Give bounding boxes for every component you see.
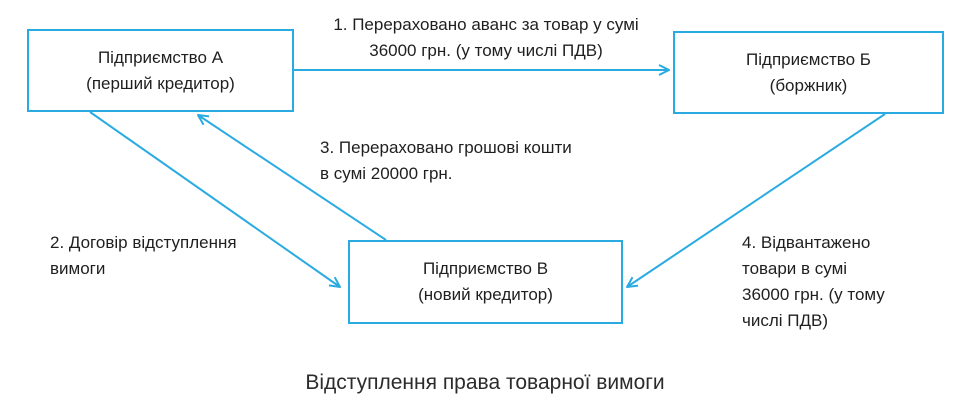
enterprise-a-box: Підприємство А (перший кредитор)	[27, 29, 294, 112]
arrow-a-to-v	[89, 111, 340, 287]
step-3-line-1: 3. Перераховано грошові кошти	[320, 138, 572, 157]
enterprise-v-box: Підприємство В (новий кредитор)	[348, 240, 623, 324]
arrow-v-to-a	[198, 115, 387, 241]
diagram-caption: Відступлення права товарної вимоги	[305, 371, 665, 394]
step-4-label: 4. Відвантажено товари в сумі 36000 грн.…	[742, 230, 885, 334]
enterprise-v-role: (новий кредитор)	[418, 285, 553, 304]
enterprise-a-name: Підприємство А	[97, 47, 224, 67]
step-2-line-1: 2. Договір відступлення	[50, 233, 237, 252]
step-1-line-1: 1. Перераховано аванс за товар у сумі	[333, 15, 639, 34]
step-4-line-3: 36000 грн. (у тому	[742, 285, 885, 304]
enterprise-b-name: Підприємство Б	[746, 49, 871, 69]
step-1-label: 1. Перераховано аванс за товар у сумі 36…	[322, 12, 650, 64]
enterprise-a-role: (перший кредитор)	[86, 73, 235, 93]
step-4-line-2: товари в сумі	[742, 259, 848, 278]
step-1-line-2: 36000 грн. (у тому числі ПДВ)	[369, 41, 603, 60]
enterprise-b-box: Підприємство Б (боржник)	[673, 31, 944, 114]
enterprise-b-role: (боржник)	[769, 75, 848, 95]
step-4-line-1: 4. Відвантажено	[742, 233, 871, 252]
step-4-line-4: числі ПДВ)	[742, 311, 829, 330]
arrow-b-to-v	[627, 113, 886, 287]
step-3-line-2: в сумі 20000 грн.	[320, 164, 453, 183]
enterprise-v-name: Підприємство В	[422, 259, 549, 278]
step-2-label: 2. Договір відступлення вимоги	[50, 230, 237, 282]
step-2-line-2: вимоги	[50, 259, 106, 278]
step-3-label: 3. Перераховано грошові кошти в сумі 200…	[320, 135, 572, 187]
